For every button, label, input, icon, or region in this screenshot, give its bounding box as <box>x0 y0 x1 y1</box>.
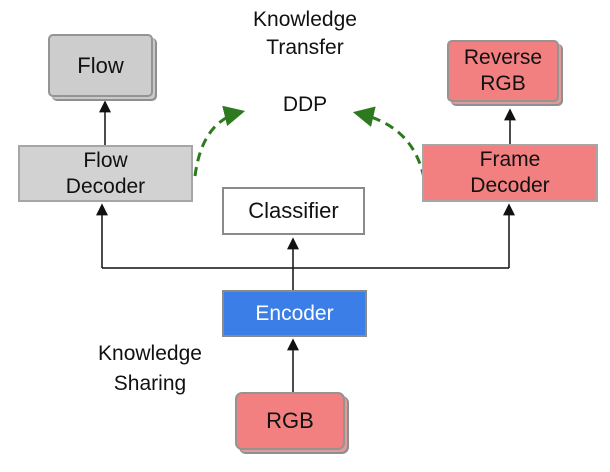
flow-node-label: Flow <box>77 52 124 78</box>
flow-node: Flow <box>48 34 153 97</box>
dashed-arrow-flowdecoder-to-ddp <box>193 105 246 177</box>
reverse-rgb-node: Reverse RGB <box>447 40 559 102</box>
frame-decoder-line2: Decoder <box>470 174 550 197</box>
rgb-node: RGB <box>235 392 345 450</box>
classifier-node-label: Classifier <box>248 198 339 223</box>
knowledge-transfer-line1: Knowledge <box>253 8 357 31</box>
flow-decoder-node: Flow Decoder <box>18 145 193 202</box>
knowledge-sharing-line2: Sharing <box>113 372 187 395</box>
encoder-node: Encoder <box>222 290 367 337</box>
dashed-arrow-framedecoder-to-ddp <box>352 106 426 179</box>
reverse-rgb-line2: RGB <box>480 72 526 95</box>
flow-decoder-line2: Decoder <box>65 174 146 198</box>
frame-decoder-node: Frame Decoder <box>422 144 598 202</box>
ddp-label: DDP <box>282 93 328 116</box>
knowledge-sharing-line1: Knowledge <box>98 342 202 365</box>
classifier-node: Classifier <box>222 187 365 235</box>
knowledge-transfer-label: Knowledge Transfer <box>220 6 390 62</box>
rgb-node-label: RGB <box>266 408 314 433</box>
frame-decoder-line1: Frame <box>479 148 541 171</box>
reverse-rgb-line1: Reverse <box>463 46 543 69</box>
flow-decoder-line1: Flow <box>83 148 128 172</box>
knowledge-transfer-line2: Transfer <box>266 36 344 59</box>
encoder-node-label: Encoder <box>255 301 334 325</box>
knowledge-sharing-label: Knowledge Sharing <box>65 339 235 399</box>
